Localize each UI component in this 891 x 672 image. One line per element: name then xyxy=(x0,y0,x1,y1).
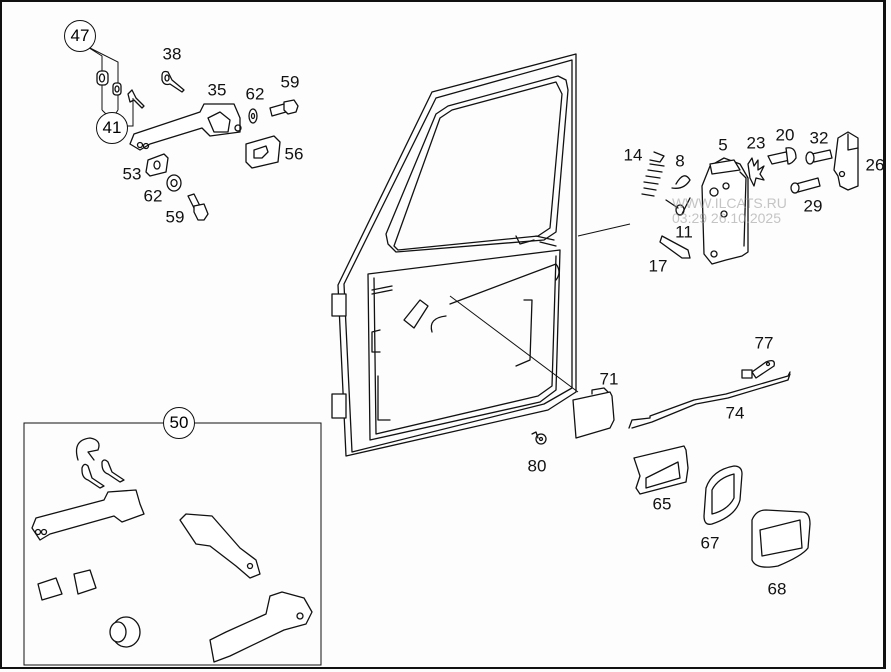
part-callout-62[interactable]: 62 xyxy=(143,186,163,206)
part-callout-23[interactable]: 23 xyxy=(746,133,766,153)
bolt-29 xyxy=(790,177,821,194)
kit-50-knob xyxy=(109,616,141,648)
leader-line-71 xyxy=(449,295,579,393)
part-callout-67[interactable]: 67 xyxy=(700,533,720,553)
part-callout-26[interactable]: 26 xyxy=(865,155,885,175)
screw-20 xyxy=(767,147,797,165)
cover-71 xyxy=(572,387,615,439)
lever-17 xyxy=(659,235,691,259)
lock-body-5 xyxy=(701,157,749,265)
inner-handle-65 xyxy=(633,445,689,495)
part-callout-68[interactable]: 68 xyxy=(767,579,787,599)
spring-14 xyxy=(641,151,665,197)
part-callout-59[interactable]: 59 xyxy=(165,207,185,227)
bolt-59-top xyxy=(269,99,299,117)
gasket-56 xyxy=(245,135,281,169)
washer-62-top xyxy=(248,108,258,124)
part-callout-35[interactable]: 35 xyxy=(207,80,227,100)
part-callout-62[interactable]: 62 xyxy=(245,84,265,104)
screw-32 xyxy=(805,149,833,165)
spring-clip-8 xyxy=(671,175,691,189)
bracket-47-41 xyxy=(85,45,134,127)
part-callout-29[interactable]: 29 xyxy=(803,196,823,216)
clip-77 xyxy=(741,360,775,379)
part-callout-71[interactable]: 71 xyxy=(599,369,619,389)
bolt-59-bottom xyxy=(187,193,209,221)
kit-50-handle-a xyxy=(31,489,145,541)
part-callout-65[interactable]: 65 xyxy=(652,494,672,514)
kit-50-ring xyxy=(75,437,100,461)
kit-callout-50[interactable]: 50 xyxy=(163,407,195,439)
part-callout-74[interactable]: 74 xyxy=(725,403,745,423)
lock-washer-23 xyxy=(747,157,765,187)
washer-62-bottom xyxy=(166,174,182,192)
part-callout-14[interactable]: 14 xyxy=(623,145,643,165)
kit-50-cylinders xyxy=(37,569,97,601)
part-callout-5[interactable]: 5 xyxy=(718,135,728,155)
kit-50-handle-c xyxy=(209,591,313,663)
door-shell xyxy=(331,53,631,457)
kit-50-handle-b xyxy=(179,513,261,579)
part-callout-56[interactable]: 56 xyxy=(284,144,304,164)
part-callout-77[interactable]: 77 xyxy=(754,333,774,353)
key-38 xyxy=(161,70,185,93)
clip-80 xyxy=(531,431,547,445)
bezel-68 xyxy=(751,509,811,568)
part-callout-53[interactable]: 53 xyxy=(122,164,142,184)
part-callout-20[interactable]: 20 xyxy=(775,125,795,145)
part-callout-8[interactable]: 8 xyxy=(675,151,685,171)
part-callout-59[interactable]: 59 xyxy=(280,72,300,92)
bracket-26 xyxy=(833,131,859,191)
rod-74 xyxy=(628,371,791,429)
bezel-67 xyxy=(703,465,743,525)
part-callout-80[interactable]: 80 xyxy=(527,456,547,476)
kit-callout-41[interactable]: 41 xyxy=(96,112,128,144)
part-callout-17[interactable]: 17 xyxy=(648,256,668,276)
part-callout-11[interactable]: 11 xyxy=(675,222,693,242)
part-callout-32[interactable]: 32 xyxy=(809,128,829,148)
gasket-53 xyxy=(145,153,169,177)
kit-callout-47[interactable]: 47 xyxy=(64,20,96,52)
pin-11 xyxy=(665,197,691,216)
washer-part xyxy=(96,70,145,109)
kit-50-keys xyxy=(81,459,125,489)
exterior-handle-35 xyxy=(129,103,242,151)
part-callout-38[interactable]: 38 xyxy=(162,44,182,64)
